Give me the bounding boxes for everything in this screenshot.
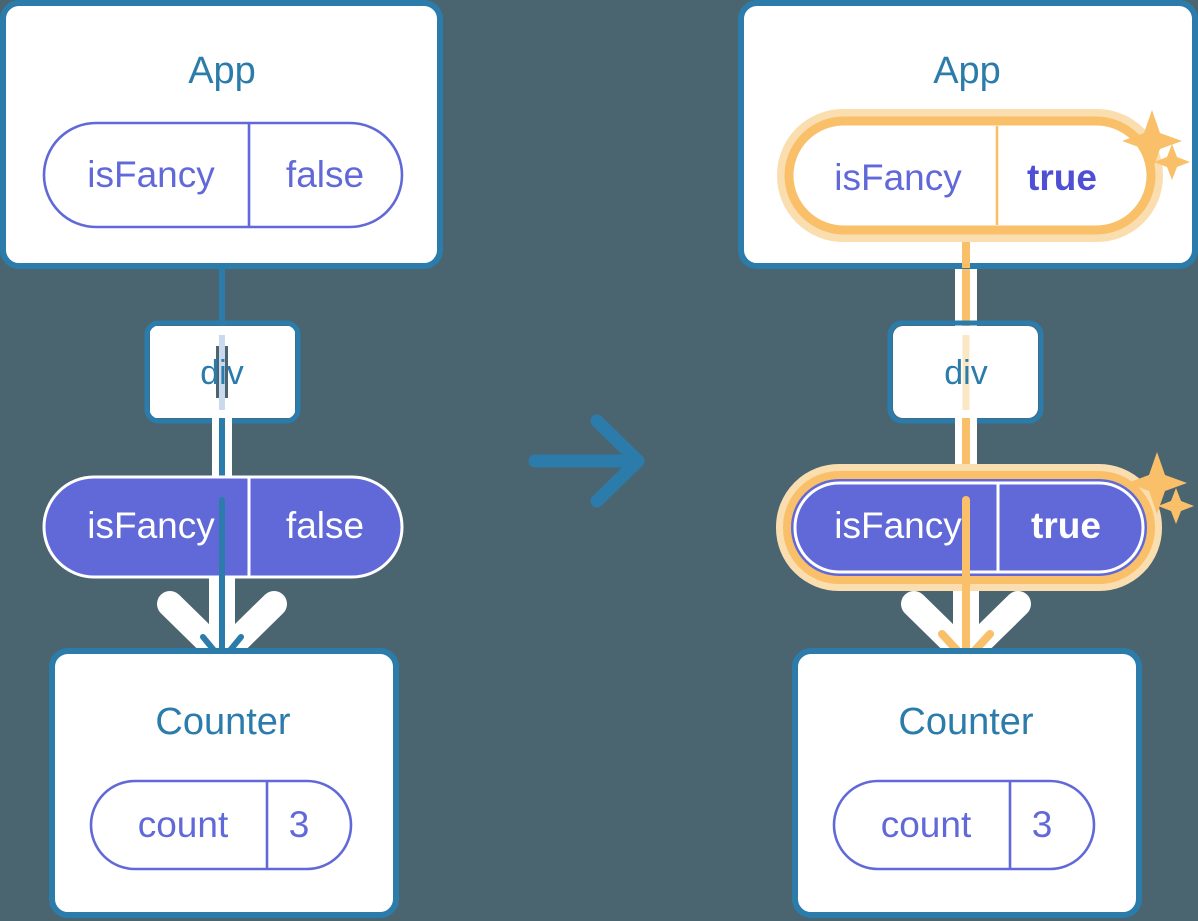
counter-title-before: Counter	[155, 701, 291, 743]
pill-key-label: count	[881, 804, 972, 845]
pill-value-label: false	[286, 505, 364, 546]
arrow-right-icon	[528, 414, 645, 508]
div-label-before: div	[200, 354, 243, 392]
pill-key-label: isFancy	[834, 505, 962, 546]
pill-highlight-ring	[784, 116, 1156, 235]
panel-before: App isFancy false div	[0, 0, 443, 918]
pill-outline	[42, 121, 404, 229]
pill-key-label: isFancy	[87, 154, 215, 195]
pill-value-label: 3	[289, 804, 310, 845]
pill-value-label: true	[1027, 157, 1097, 198]
app-state-pill-before: isFancy false	[42, 121, 404, 229]
sparkle-large-icon	[1127, 452, 1187, 514]
pill-outline	[832, 779, 1096, 871]
pill-key-label: count	[138, 804, 229, 845]
pill-key-label: isFancy	[87, 505, 215, 546]
sparkle-small-icon	[1154, 144, 1190, 180]
sparkle-small-icon	[1158, 488, 1194, 524]
pill-outline	[89, 779, 353, 871]
counter-state-pill-after: count 3	[832, 779, 1096, 871]
div-box-fill-right	[228, 326, 295, 418]
pill-key-label: isFancy	[834, 157, 962, 198]
div-box-fill-left	[150, 326, 216, 418]
app-state-pill-after: isFancy true	[777, 109, 1163, 242]
sparkle-icon-bottom	[1127, 452, 1194, 524]
pill-value-label: true	[1031, 505, 1101, 546]
app-title-after: App	[933, 50, 1001, 92]
pill-value-label: 3	[1032, 804, 1053, 845]
panel-after: App isFancy true div	[738, 0, 1198, 918]
sparkle-large-icon	[1122, 110, 1182, 172]
counter-state-pill-before: count 3	[89, 779, 353, 871]
div-label-after: div	[944, 354, 987, 392]
sparkle-icon-top	[1122, 110, 1190, 180]
pill-value-label: false	[286, 154, 364, 195]
counter-title-after: Counter	[898, 701, 1034, 743]
app-title-before: App	[188, 50, 256, 92]
